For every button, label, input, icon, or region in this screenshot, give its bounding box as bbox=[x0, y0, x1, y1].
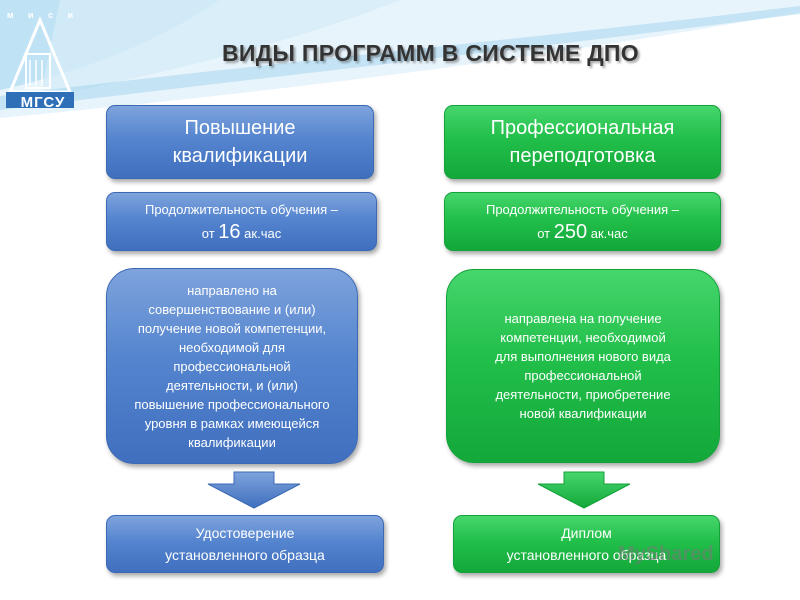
left-description-line: деятельности, и (или) bbox=[166, 377, 298, 393]
right-description-line: компетенции, необходимой bbox=[500, 330, 666, 345]
right-heading-box: Профессиональная переподготовка bbox=[444, 105, 721, 179]
left-duration-value: 16 bbox=[218, 220, 241, 243]
left-description-line: квалификации bbox=[188, 434, 276, 450]
right-result-line-2: установленного образца bbox=[506, 547, 667, 563]
mgsu-logo: м и с и МГСУ bbox=[6, 8, 74, 111]
right-duration-unit: ак.час bbox=[590, 225, 628, 241]
right-description-line: профессиональной bbox=[524, 368, 642, 383]
left-description-line: уровня в рамках имеющейся bbox=[144, 415, 320, 431]
logo-name: МГСУ bbox=[20, 94, 66, 111]
left-result-box: Удостоверение установленного образца bbox=[106, 515, 384, 573]
right-duration-label: Продолжительность обучения – bbox=[485, 201, 680, 217]
right-description-line: новой квалификации bbox=[519, 406, 647, 421]
right-down-arrow-icon bbox=[537, 471, 631, 509]
left-description-line: профессиональной bbox=[173, 358, 291, 374]
left-heading-line-1: Повышение bbox=[184, 117, 296, 139]
logo-caption: м и с и bbox=[6, 10, 80, 20]
left-duration-unit: ак.час bbox=[244, 225, 282, 241]
right-description-line: деятельности, приобретение bbox=[495, 387, 671, 402]
right-result-line-1: Диплом bbox=[561, 525, 612, 541]
right-duration-box: Продолжительность обучения – от 250 ак.ч… bbox=[444, 192, 721, 251]
left-duration-box: Продолжительность обучения – от 16 ак.ча… bbox=[106, 192, 377, 251]
left-heading-line-2: квалификации bbox=[172, 145, 308, 167]
left-description-line: направлено на bbox=[187, 282, 277, 298]
left-description-line: совершенствование и (или) bbox=[148, 301, 316, 317]
right-description-line: направлена на получение bbox=[504, 311, 662, 326]
right-duration-from: от bbox=[537, 225, 551, 241]
left-result-line-2: установленного образца bbox=[165, 547, 325, 563]
watermark-text: MyShared bbox=[618, 543, 714, 565]
left-description-line: повышение профессионального bbox=[134, 396, 330, 412]
left-description-line: необходимой для bbox=[178, 339, 286, 355]
right-duration-value: 250 bbox=[553, 220, 588, 243]
right-description-box: направлена на получение компетенции, нео… bbox=[446, 269, 720, 463]
right-result-box: Диплом установленного образца bbox=[453, 515, 720, 573]
right-description-line: для выполнения нового вида bbox=[495, 349, 671, 364]
left-heading-box: Повышение квалификации bbox=[106, 105, 374, 179]
page-title: ВИДЫ ПРОГРАММ В СИСТЕМЕ ДПО bbox=[222, 40, 639, 66]
left-description-line: получение новой компетенции, bbox=[137, 320, 327, 336]
left-down-arrow-icon bbox=[207, 471, 301, 509]
right-heading-line-2: переподготовка bbox=[509, 145, 656, 167]
left-result-line-1: Удостоверение bbox=[195, 525, 295, 541]
left-duration-label: Продолжительность обучения – bbox=[144, 201, 339, 217]
left-duration-from: от bbox=[201, 225, 215, 241]
right-heading-line-1: Профессиональная bbox=[490, 117, 675, 139]
left-description-box: направлено на совершенствование и (или) … bbox=[106, 268, 358, 464]
